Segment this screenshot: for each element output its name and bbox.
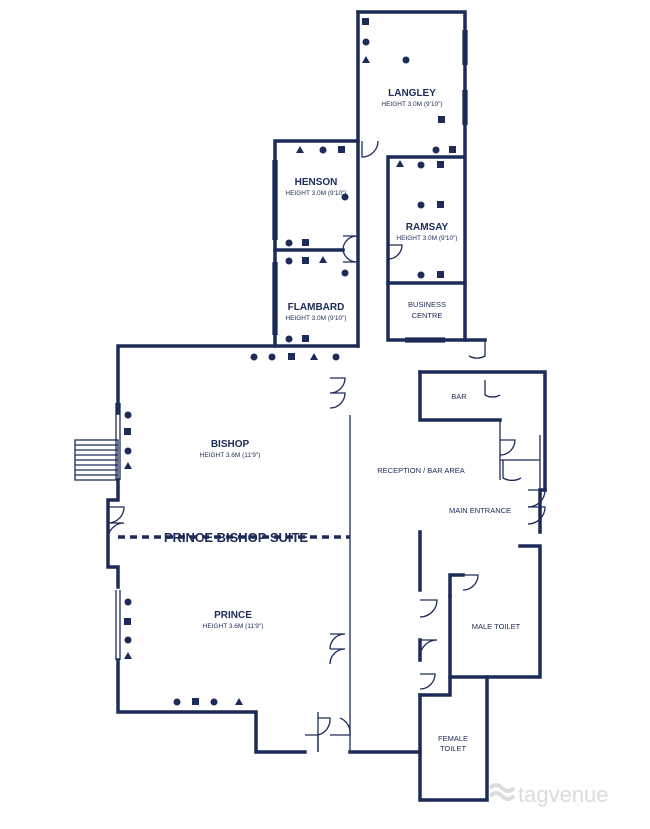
bar-name: BAR (451, 392, 467, 401)
reception-name: RECEPTION / BAR AREA (377, 466, 465, 475)
suite-label: PRINCE BISHOP SUITE (164, 530, 309, 545)
doors (107, 140, 546, 752)
square-icon (288, 353, 295, 360)
triangle-icon (396, 160, 404, 167)
circle-icon (173, 698, 181, 706)
circle-icon (285, 335, 293, 343)
business-line2: CENTRE (412, 311, 443, 320)
henson-height: HEIGHT 3.0M (9'10") (285, 190, 346, 197)
square-icon (124, 618, 131, 625)
circle-icon (124, 411, 132, 419)
triangle-icon (310, 353, 318, 360)
triangle-icon (124, 652, 132, 659)
square-icon (302, 335, 309, 342)
watermark-text: tagvenue (518, 782, 609, 807)
circle-icon (341, 193, 349, 201)
square-icon (362, 18, 369, 25)
circle-icon (417, 201, 425, 209)
circle-icon (285, 257, 293, 265)
prince-height: HEIGHT 3.6M (11'9") (203, 623, 264, 630)
circle-icon (341, 269, 349, 277)
female-toilet-line1: FEMALE (438, 734, 468, 743)
ramsay-name: RAMSAY (406, 222, 449, 233)
triangle-icon (124, 462, 132, 469)
circle-icon (285, 239, 293, 247)
flambard-height: HEIGHT 3.0M (9'10") (285, 315, 346, 322)
square-icon (124, 428, 131, 435)
walls (106, 10, 547, 802)
circle-icon (417, 271, 425, 279)
langley-height: HEIGHT 3.0M (9'10") (381, 101, 442, 108)
circle-icon (402, 56, 410, 64)
triangle-icon (362, 56, 370, 63)
triangle-icon (235, 698, 243, 705)
male-toilet-name: MALE TOILET (472, 622, 521, 631)
square-icon (192, 698, 199, 705)
circle-icon (319, 146, 327, 154)
square-icon (437, 271, 444, 278)
room-labels: LANGLEY HEIGHT 3.0M (9'10") HENSON HEIGH… (164, 88, 521, 753)
bishop-name: BISHOP (211, 439, 250, 450)
square-icon (437, 161, 444, 168)
circle-icon (124, 447, 132, 455)
prince-name: PRINCE (214, 610, 252, 621)
circle-icon (268, 353, 276, 361)
square-icon (438, 116, 445, 123)
square-icon (302, 239, 309, 246)
square-icon (437, 201, 444, 208)
bishop-height: HEIGHT 3.6M (11'9") (200, 452, 261, 459)
langley-name: LANGLEY (388, 88, 436, 99)
henson-name: HENSON (295, 177, 338, 188)
business-line1: BUSINESS (408, 300, 446, 309)
circle-icon (362, 38, 370, 46)
circle-icon (417, 161, 425, 169)
square-icon (338, 146, 345, 153)
setup-markers (124, 18, 456, 706)
watermark: tagvenue (488, 782, 609, 807)
staircase (74, 439, 119, 481)
square-icon (302, 257, 309, 264)
circle-icon (432, 146, 440, 154)
square-icon (449, 146, 456, 153)
triangle-icon (296, 146, 304, 153)
partitions (118, 415, 541, 752)
circle-icon (124, 636, 132, 644)
triangle-icon (319, 256, 327, 263)
watermark-logo-icon (488, 783, 516, 801)
female-toilet-line2: TOILET (440, 744, 467, 753)
circle-icon (250, 353, 258, 361)
circle-icon (210, 698, 218, 706)
windows (115, 30, 468, 660)
main-entrance-name: MAIN ENTRANCE (449, 506, 511, 515)
ramsay-height: HEIGHT 3.0M (9'10") (396, 235, 457, 242)
circle-icon (124, 598, 132, 606)
circle-icon (332, 353, 340, 361)
flambard-name: FLAMBARD (288, 302, 345, 313)
